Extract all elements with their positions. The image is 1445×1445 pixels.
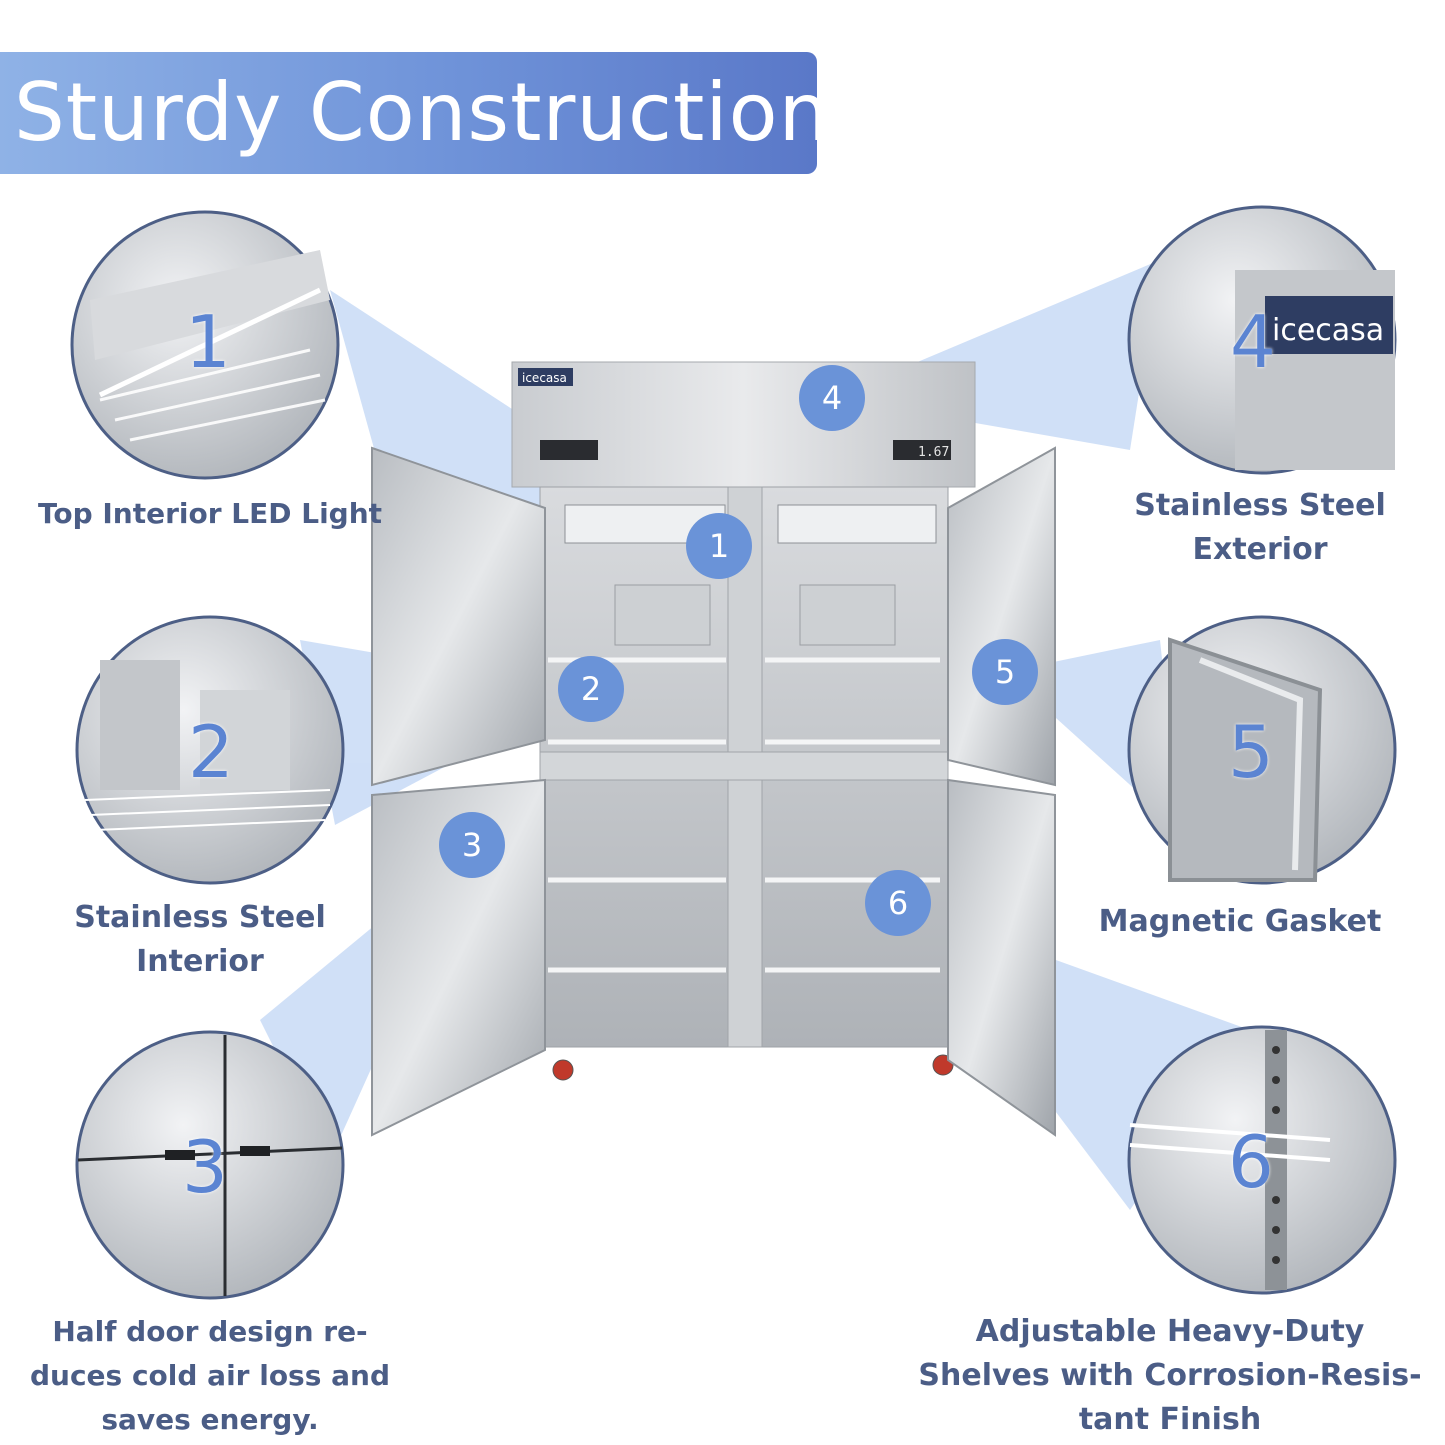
page-title: Sturdy Construction	[14, 66, 831, 159]
circle-number-3: 3	[182, 1125, 228, 1209]
detail-circle-6	[1127, 1025, 1397, 1295]
label-stainless-steel-exterior: Stainless Steel Exterior	[1110, 484, 1410, 572]
label-magnetic-gasket: Magnetic Gasket	[1080, 902, 1400, 941]
badge-1: 1	[686, 513, 752, 579]
label-6-line-2: Shelves with Corrosion-Resis-	[918, 1358, 1422, 1393]
fridge-logo: icecasa	[522, 371, 567, 385]
door-top-right	[947, 446, 1056, 787]
badge-2: 2	[558, 656, 624, 722]
shelves	[548, 657, 940, 973]
display-left	[540, 440, 598, 460]
badge-4: 4	[799, 365, 865, 431]
label-1-line-1: Top Interior LED Light	[37, 497, 383, 530]
door-top-left	[371, 446, 546, 787]
label-half-door-design: Half door design re- duces cold air loss…	[20, 1310, 400, 1442]
label-adjustable-shelves: Adjustable Heavy-Duty Shelves with Corro…	[900, 1310, 1440, 1442]
label-5-line-1: Magnetic Gasket	[1098, 904, 1382, 939]
refrigerator: 1.67 icecasa	[371, 361, 1056, 1137]
label-3-line-1: Half door design re-	[52, 1315, 368, 1348]
label-3-line-3: saves energy.	[101, 1403, 319, 1436]
fridge-logo-badge	[518, 368, 573, 386]
label-top-interior-led-light: Top Interior LED Light	[20, 496, 400, 532]
fridge-top-panel	[511, 361, 976, 488]
circle-number-5: 5	[1228, 710, 1274, 794]
label-6-line-1: Adjustable Heavy-Duty	[975, 1314, 1365, 1349]
circle-number-1: 1	[185, 300, 231, 384]
label-2-line-2: Interior	[136, 944, 264, 979]
detail-circle-2	[75, 615, 345, 885]
title-banner: Sturdy Construction	[0, 52, 829, 174]
label-stainless-steel-interior: Stainless Steel Interior	[40, 896, 360, 984]
door-bottom-left	[371, 778, 546, 1137]
circle-number-6: 6	[1228, 1120, 1274, 1204]
back-panel-right	[799, 584, 896, 646]
circle-number-4: 4	[1230, 300, 1276, 384]
door-bottom-right	[947, 778, 1056, 1137]
detail-circle-3	[75, 1030, 345, 1300]
label-4-line-1: Stainless Steel	[1134, 488, 1386, 523]
badge-6: 6	[865, 870, 931, 936]
label-4-line-2: Exterior	[1192, 532, 1328, 567]
logo-plate	[1265, 296, 1393, 354]
circle-number-2: 2	[188, 710, 234, 794]
badge-5: 5	[972, 639, 1038, 705]
caster-left	[552, 1059, 574, 1081]
display-right	[893, 440, 951, 460]
circle-logo-text: icecasa	[1272, 313, 1385, 348]
label-6-line-3: tant Finish	[1078, 1402, 1262, 1437]
middle-mullion	[539, 751, 949, 781]
badge-3: 3	[439, 812, 505, 878]
evaporator-right	[777, 504, 937, 544]
detail-circle-4	[1127, 205, 1397, 475]
back-panel-left	[614, 584, 711, 646]
detail-circle-5	[1127, 615, 1397, 885]
detail-circle-1	[70, 210, 340, 480]
label-2-line-1: Stainless Steel	[74, 900, 326, 935]
display-reading: 1.67	[918, 445, 949, 460]
label-3-line-2: duces cold air loss and	[29, 1359, 391, 1392]
